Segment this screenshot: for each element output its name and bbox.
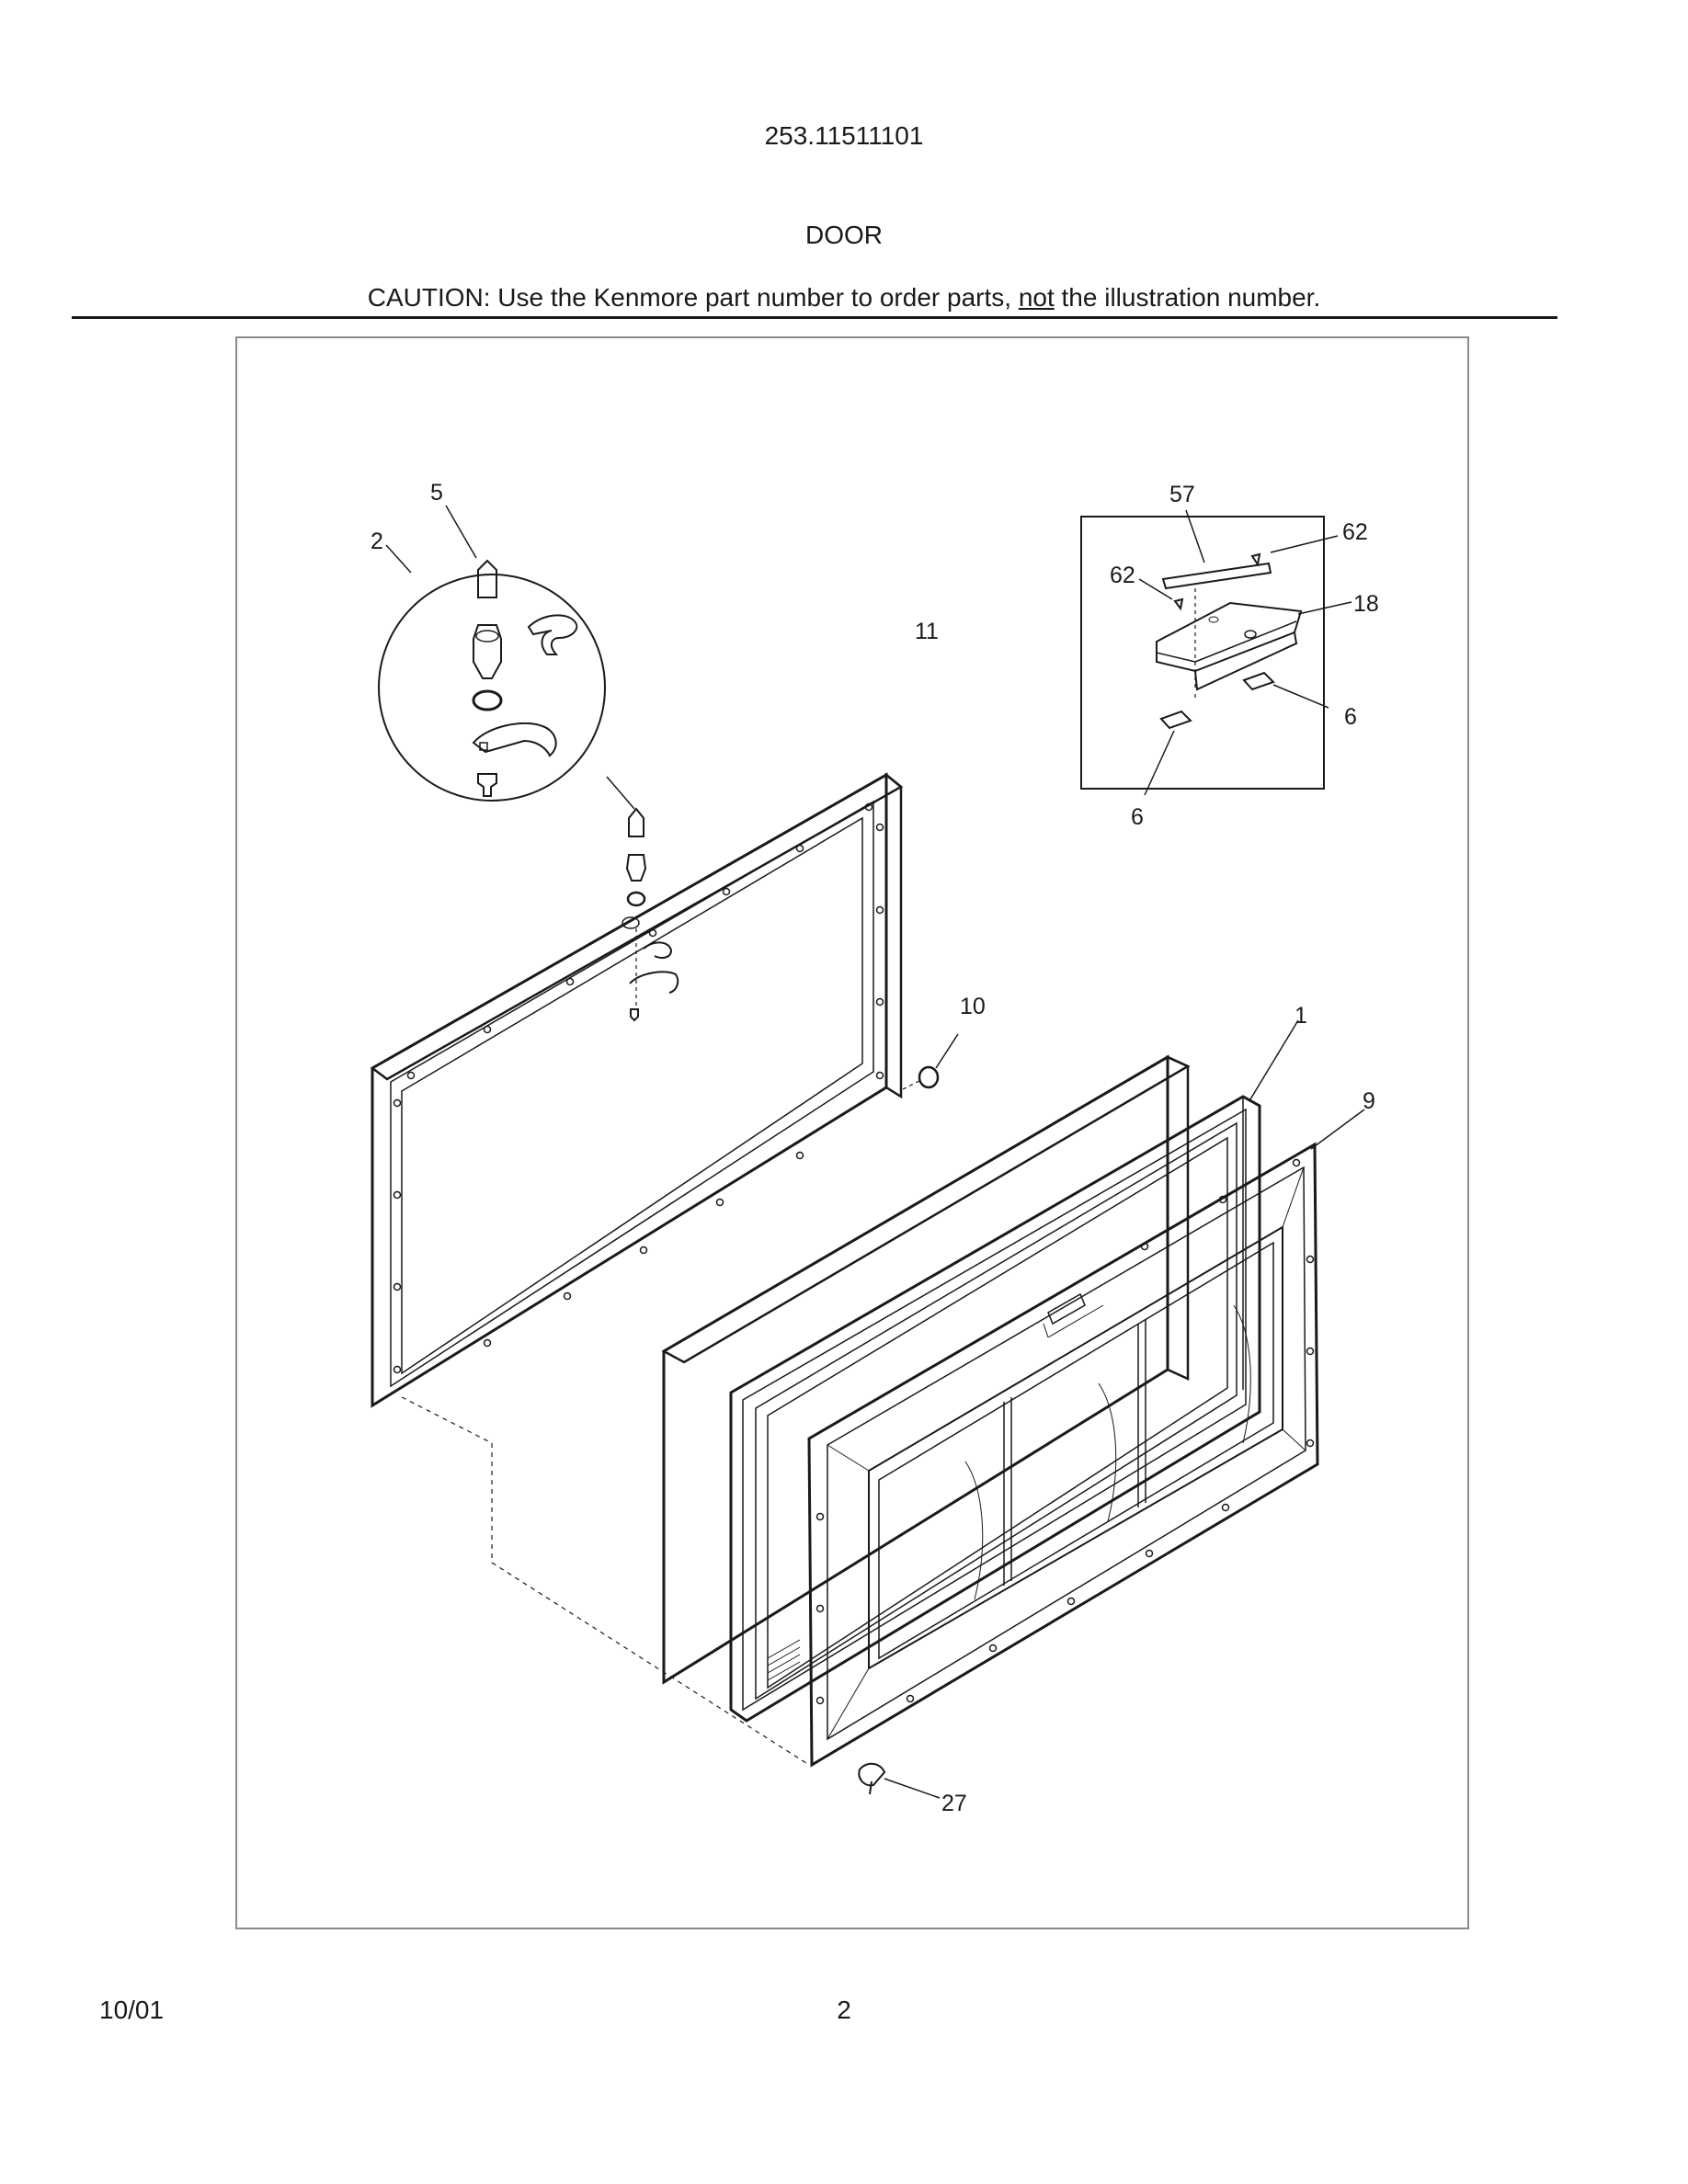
- plug-part: [902, 1033, 959, 1090]
- callout-27: 27: [941, 1791, 967, 1816]
- callout-1: 1: [1295, 1003, 1307, 1029]
- diagram-frame: [235, 336, 1469, 1929]
- callout-5: 5: [430, 480, 443, 506]
- callout-2: 2: [371, 529, 383, 554]
- callout-62-right: 62: [1342, 519, 1368, 545]
- callout-9: 9: [1363, 1088, 1375, 1114]
- push-pin-part: [858, 1762, 941, 1799]
- callout-11: 11: [915, 619, 939, 644]
- callout-6-bottom: 6: [1131, 804, 1144, 830]
- section-title: DOOR: [805, 221, 883, 249]
- caution-text: CAUTION: Use the Kenmore part number to …: [367, 283, 1019, 312]
- callout-62-left: 62: [1110, 563, 1135, 588]
- handle-inset: [1080, 509, 1352, 796]
- caution-text-end: the illustration number.: [1054, 283, 1321, 312]
- page-number: 2: [837, 1996, 851, 2024]
- outer-door-panel: [807, 1109, 1365, 1768]
- header-rule: [72, 316, 1557, 319]
- model-number: 253.11511101: [764, 121, 924, 150]
- lock-detail: [378, 505, 635, 810]
- door-gasket-part: [729, 1019, 1299, 1723]
- caution-note: CAUTION: Use the Kenmore part number to …: [0, 283, 1688, 313]
- mounted-lock-parts: [625, 807, 679, 1022]
- callout-6-right: 6: [1344, 704, 1357, 730]
- door-liner-part: [370, 772, 904, 1408]
- callout-18: 18: [1353, 591, 1379, 617]
- callout-labels: 2 5 11 10 1 9 27 57 62 62 18 6 6: [371, 480, 1379, 1816]
- door-foam-block: [661, 1054, 1191, 1685]
- caution-emphasis: not: [1018, 283, 1055, 312]
- callout-10: 10: [960, 994, 986, 1019]
- callout-57: 57: [1169, 482, 1195, 507]
- alignment-lines: [401, 1396, 810, 1766]
- footer-date: 10/01: [99, 1996, 165, 2024]
